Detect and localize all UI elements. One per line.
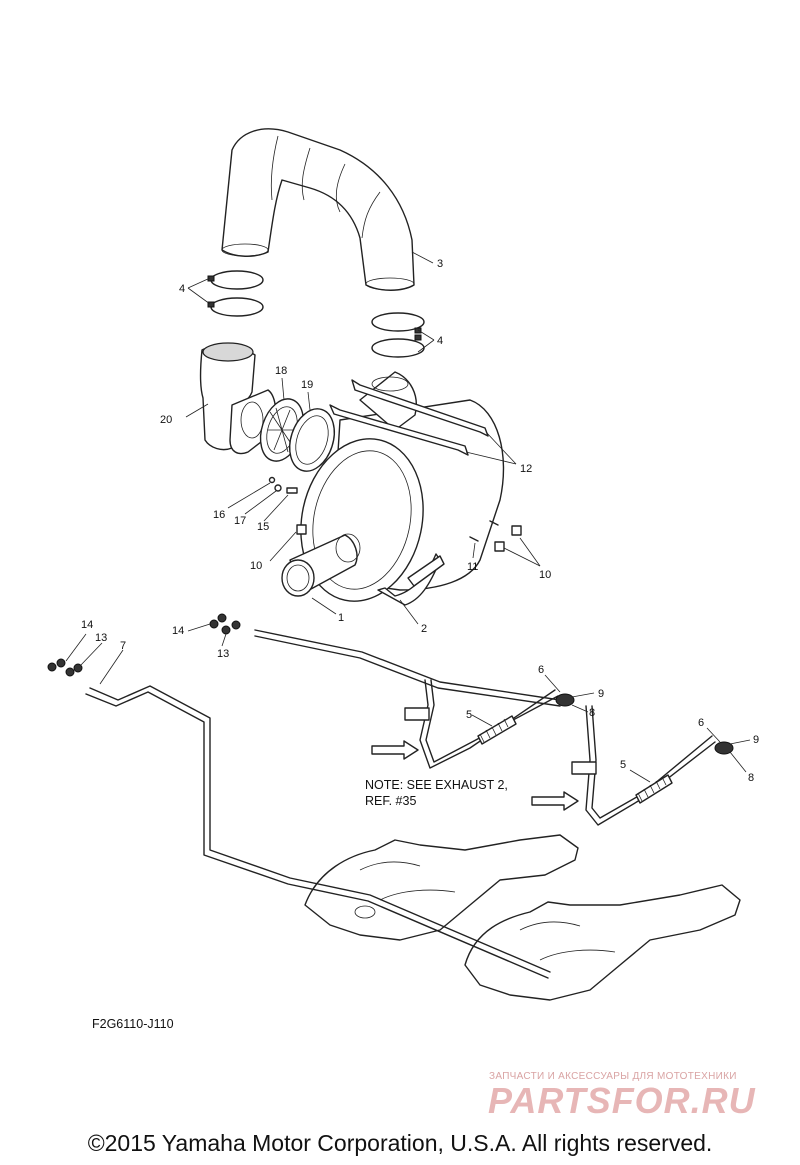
callout-12: 12 xyxy=(520,463,533,475)
callout-2: 2 xyxy=(421,623,428,635)
assembly-left xyxy=(404,674,595,769)
callout-8-left: 8 xyxy=(589,707,596,719)
callout-13-left: 13 xyxy=(95,632,108,644)
callout-14-right: 14 xyxy=(172,625,185,637)
callout-10-left: 10 xyxy=(250,560,263,572)
callout-6-left: 6 xyxy=(538,664,545,676)
parts-13-14-fittings xyxy=(47,613,241,677)
callout-4-left: 4 xyxy=(179,283,186,295)
part-7-water-hose xyxy=(85,629,561,979)
part-4-hose-clamps xyxy=(187,270,435,358)
callout-10-right: 10 xyxy=(539,569,552,581)
callout-16: 16 xyxy=(213,509,226,521)
copyright-footer: ©2015 Yamaha Motor Corporation, U.S.A. A… xyxy=(87,1130,713,1156)
callout-8-right: 8 xyxy=(748,772,755,784)
small-hardware xyxy=(227,476,541,567)
callout-3: 3 xyxy=(437,258,444,270)
exhaust-manifold-outline xyxy=(304,834,741,1001)
callout-5-right: 5 xyxy=(620,759,627,771)
callout-4-right: 4 xyxy=(437,335,444,347)
callout-1: 1 xyxy=(338,612,345,624)
note-line-1: NOTE: SEE EXHAUST 2, xyxy=(365,778,508,792)
reference-arrows xyxy=(371,740,579,811)
exhaust-note: NOTE: SEE EXHAUST 2, REF. #35 xyxy=(365,777,508,809)
figure-code: F2G6110-J110 xyxy=(92,1017,174,1031)
part-19-gasket xyxy=(289,391,335,472)
callout-9-left: 9 xyxy=(598,688,605,700)
callout-6-right: 6 xyxy=(698,717,705,729)
part-20-elbow xyxy=(185,342,277,455)
watermark-tagline: ЗАПЧАСТИ И АКСЕССУАРЫ ДЛЯ МОТОТЕХНИКИ xyxy=(489,1071,737,1082)
callout-20: 20 xyxy=(160,414,173,426)
callout-13-right: 13 xyxy=(217,648,230,660)
callout-5-left: 5 xyxy=(466,709,473,721)
callout-14-left: 14 xyxy=(81,619,94,631)
part-2-bracket xyxy=(377,553,445,625)
callout-11: 11 xyxy=(467,561,479,573)
callout-17: 17 xyxy=(234,515,247,527)
callout-19: 19 xyxy=(301,379,314,391)
callout-15: 15 xyxy=(257,521,270,533)
watermark-logo: PARTSFOR.RU xyxy=(488,1080,756,1121)
part-3-intake-pipe xyxy=(221,128,434,291)
callout-9-right: 9 xyxy=(753,734,760,746)
part-12-straps xyxy=(329,379,517,465)
callout-7: 7 xyxy=(120,640,127,652)
note-line-2: REF. #35 xyxy=(365,794,417,808)
callout-18: 18 xyxy=(275,365,288,377)
assembly-right xyxy=(571,705,751,826)
